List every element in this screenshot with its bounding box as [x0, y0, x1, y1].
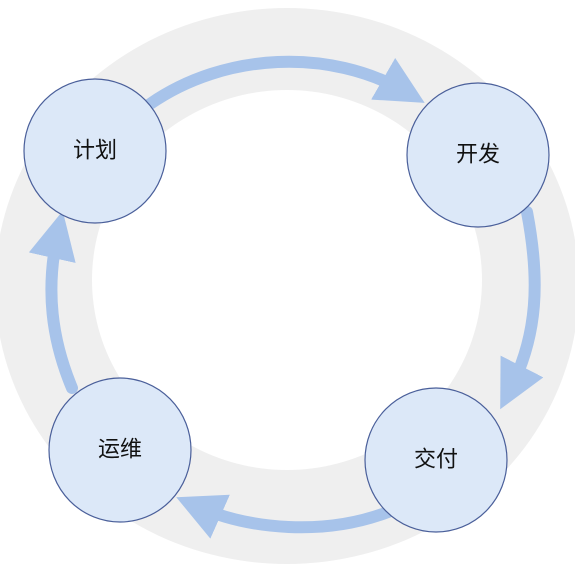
arrow-plan-to-develop	[144, 55, 425, 110]
node-plan: 计划	[23, 78, 167, 224]
node-operate-label: 运维	[98, 438, 142, 463]
arrow-operate-to-plan	[28, 210, 78, 394]
arrow-group	[28, 55, 544, 539]
node-develop-label: 开发	[456, 143, 500, 168]
arrow-deliver-to-operate	[176, 494, 394, 539]
node-develop-circle	[406, 82, 550, 228]
node-plan-circle	[23, 78, 167, 224]
node-plan-label: 计划	[73, 139, 117, 164]
node-operate: 运维	[48, 377, 192, 523]
node-develop: 开发	[406, 82, 550, 228]
node-deliver: 交付	[364, 387, 508, 533]
node-deliver-circle	[364, 387, 508, 533]
arrow-develop-to-deliver	[500, 206, 544, 410]
node-operate-circle	[48, 377, 192, 523]
node-deliver-label: 交付	[414, 448, 458, 473]
